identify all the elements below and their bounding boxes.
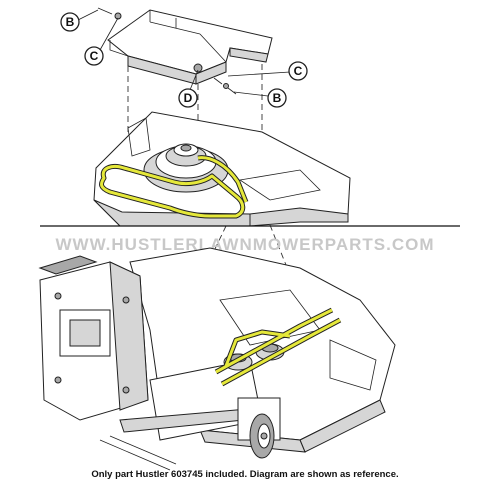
belt-cover-shield xyxy=(107,9,273,85)
gauge-wheel xyxy=(237,397,281,459)
callout-d: D xyxy=(178,69,199,108)
callout-b-right-label: B xyxy=(273,91,282,105)
callout-c-right-label: C xyxy=(294,64,303,78)
engine-gearbox xyxy=(38,255,149,421)
callout-b-top-label: B xyxy=(66,15,75,29)
callout-c-right: C xyxy=(227,61,308,81)
callout-d-label: D xyxy=(184,91,193,105)
drive-belt-bottom xyxy=(214,307,342,387)
callout-b-top: B xyxy=(60,9,99,32)
hardware-bolt-top xyxy=(97,7,122,20)
drive-belt-top xyxy=(99,155,249,219)
callout-b-right: B xyxy=(233,88,287,108)
watermark-text: WWW.HUSTLERLAWNMOWERPARTS.COM xyxy=(55,235,434,254)
callout-c-top-label: C xyxy=(90,49,99,63)
hardware-bolt-right xyxy=(193,63,237,95)
reference-caption: Only part Hustler 603745 included. Diagr… xyxy=(91,469,399,480)
callout-c-top: C xyxy=(84,17,119,66)
